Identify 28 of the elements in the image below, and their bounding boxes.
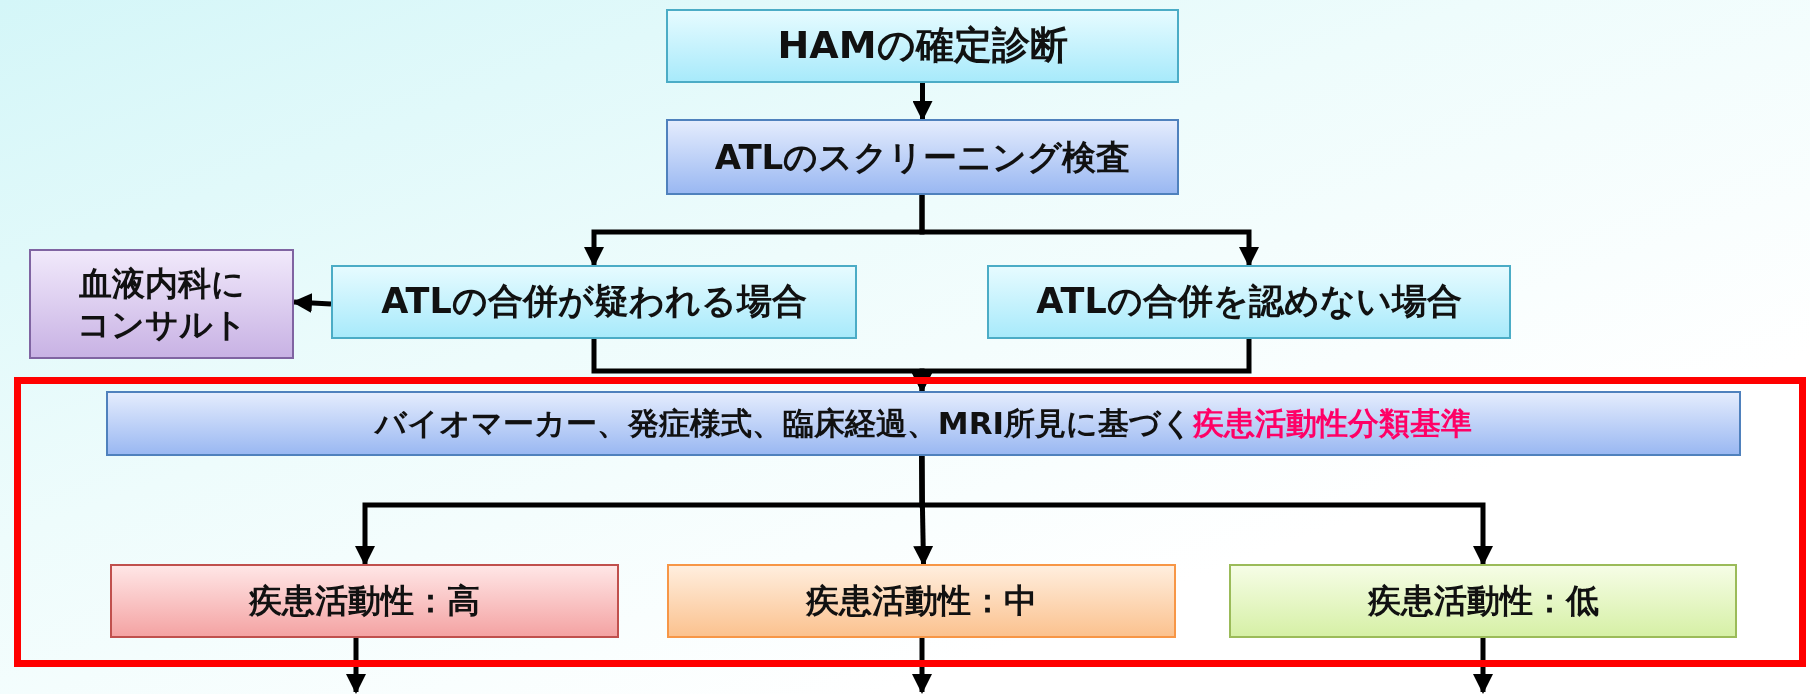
node-label: ATLのスクリーニング検査 [714, 135, 1131, 179]
arrow [1473, 638, 1493, 694]
node-label: 疾患活動性：高 [249, 580, 480, 622]
process-box [666, 9, 1179, 83]
arrow [912, 638, 932, 694]
node-label: ATLの合併が疑われる場合 [381, 280, 807, 324]
arrow [912, 339, 1252, 393]
node-label: 疾患活動性：中 [806, 580, 1037, 622]
arrow [346, 638, 366, 694]
process-box [106, 391, 1741, 456]
process-box [331, 265, 857, 339]
node-label: 疾患活動性：低 [1367, 580, 1599, 622]
node-label: 血液内科にコンサルト [75, 262, 248, 346]
node-label: HAMの確定診断 [777, 22, 1068, 70]
arrow [919, 456, 1493, 566]
process-box [110, 564, 619, 638]
process-box [666, 119, 1179, 195]
process-box [29, 249, 294, 359]
process-box [987, 265, 1511, 339]
node-label: バイオマーカー、発症様式、臨床経過、MRI所見に基づく [374, 404, 1194, 443]
process-box [1229, 564, 1737, 638]
arrow [913, 455, 934, 566]
arrow [919, 195, 1259, 267]
highlighted-text: 疾患活動性分類基準 [1193, 404, 1473, 443]
arrow [912, 83, 933, 121]
highlight-frame [14, 377, 1806, 667]
process-box [667, 564, 1176, 638]
node-label: ATLの合併を認めない場合 [1036, 280, 1462, 324]
